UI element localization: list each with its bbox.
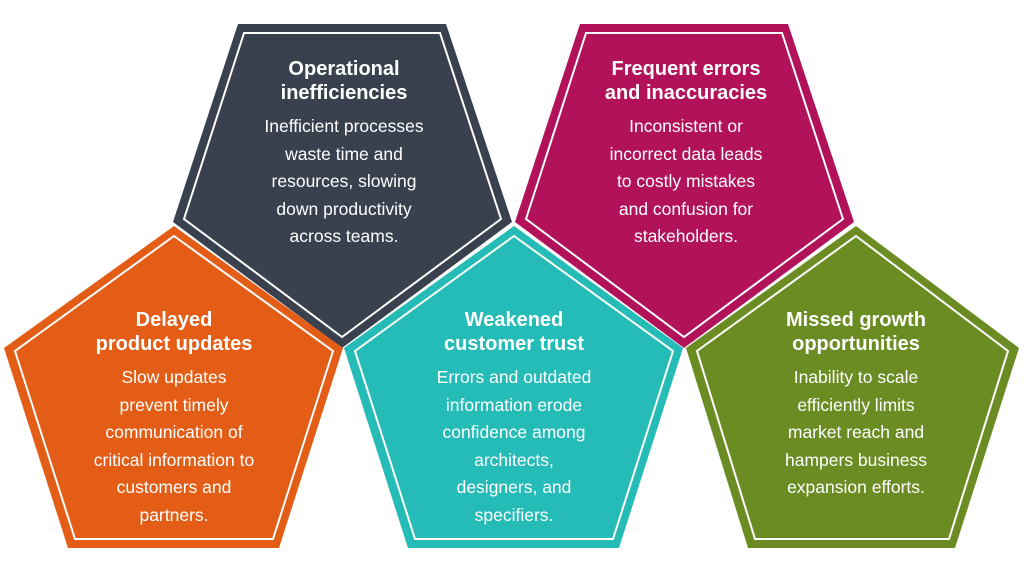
pentagon-weakened-fill <box>344 226 683 548</box>
pentagon-frequent <box>515 24 854 348</box>
missed-title-line1: Missed growth <box>785 309 926 331</box>
frequent-body-line: incorrect data leads <box>609 143 763 164</box>
weakened-title-line2: customer trust <box>443 333 585 355</box>
delayed-body-line: partners. <box>139 504 209 525</box>
delayed-description: Slow updates prevent timely communicatio… <box>52 364 296 529</box>
delayed-body-line: customers and <box>116 477 232 497</box>
pentagon-operational-outline <box>182 32 503 339</box>
pentagon-delayed-fill <box>4 226 343 548</box>
delayed-body-line: prevent timely <box>119 394 229 415</box>
missed-title: Missed growth opportunities <box>734 308 978 356</box>
weakened-title: Weakened customer trust <box>392 308 636 356</box>
missed-description: Inability to scale efficiently limits ma… <box>734 364 978 502</box>
pentagon-missed <box>686 226 1019 548</box>
weakened-body-line: designers, and <box>456 477 572 497</box>
missed-body-line: Inability to scale <box>793 367 919 387</box>
frequent-body-line: Inconsistent or <box>629 116 743 136</box>
weakened-body-line: confidence among <box>442 422 586 442</box>
weakened-body-line: information erode <box>445 394 583 415</box>
delayed-body-line: Slow updates <box>121 367 227 387</box>
delayed-body-line: critical information to <box>93 449 255 470</box>
pentagon-frequent-fill <box>515 24 854 348</box>
operational-inefficiencies-block: Operational inefficiencies Inefficient p… <box>222 57 466 251</box>
operational-body-line: across teams. <box>289 226 399 246</box>
pentagon-delayed <box>4 226 343 548</box>
delayed-updates-block: Delayed product updates Slow updates pre… <box>52 308 296 529</box>
pentagon-operational <box>173 24 512 348</box>
missed-body-line: market reach and <box>787 422 925 442</box>
pentagon-missed-outline <box>695 234 1010 540</box>
frequent-body-line: and confusion for <box>618 198 754 219</box>
weakened-trust-block: Weakened customer trust Errors and outda… <box>392 308 636 529</box>
pentagon-delayed-outline <box>13 234 335 540</box>
weakened-body-line: Errors and outdated <box>436 367 592 387</box>
frequent-title: Frequent errors and inaccuracies <box>564 57 808 105</box>
pentagon-weakened-outline <box>353 234 675 540</box>
pentagon-frequent-outline <box>524 32 845 339</box>
pentagon-operational-fill <box>173 24 512 348</box>
operational-body-line: waste time and <box>285 143 403 164</box>
frequent-errors-block: Frequent errors and inaccuracies Inconsi… <box>564 57 808 251</box>
frequent-body-line: stakeholders. <box>633 226 739 246</box>
frequent-title-line1: Frequent errors <box>611 58 761 80</box>
operational-body-line: resources, slowing <box>271 171 417 191</box>
operational-body-line: Inefficient processes <box>264 116 424 136</box>
operational-description: Inefficient processes waste time and res… <box>222 113 466 251</box>
missed-body-line: hampers business <box>784 449 928 470</box>
missed-growth-block: Missed growth opportunities Inability to… <box>734 308 978 502</box>
weakened-body-line: architects, <box>474 449 554 470</box>
frequent-body-line: to costly mistakes <box>616 171 756 191</box>
missed-body-line: expansion efforts. <box>787 477 925 497</box>
frequent-title-line2: and inaccuracies <box>604 82 768 104</box>
delayed-title-line2: product updates <box>95 333 253 355</box>
pentagon-weakened <box>344 226 683 548</box>
operational-title: Operational inefficiencies <box>222 57 466 105</box>
weakened-body-line: specifiers. <box>474 504 554 525</box>
pentagon-missed-fill <box>686 226 1019 548</box>
delayed-title-line1: Delayed <box>135 309 213 331</box>
weakened-description: Errors and outdated information erode co… <box>392 364 636 529</box>
operational-title-line1: Operational <box>288 58 400 80</box>
missed-body-line: efficiently limits <box>797 394 915 415</box>
frequent-description: Inconsistent or incorrect data leads to … <box>564 113 808 251</box>
weakened-title-line1: Weakened <box>464 309 564 331</box>
delayed-title: Delayed product updates <box>52 308 296 356</box>
operational-title-line2: inefficiencies <box>280 82 408 104</box>
delayed-body-line: communication of <box>105 422 243 442</box>
operational-body-line: down productivity <box>276 198 412 219</box>
missed-title-line2: opportunities <box>792 333 920 355</box>
